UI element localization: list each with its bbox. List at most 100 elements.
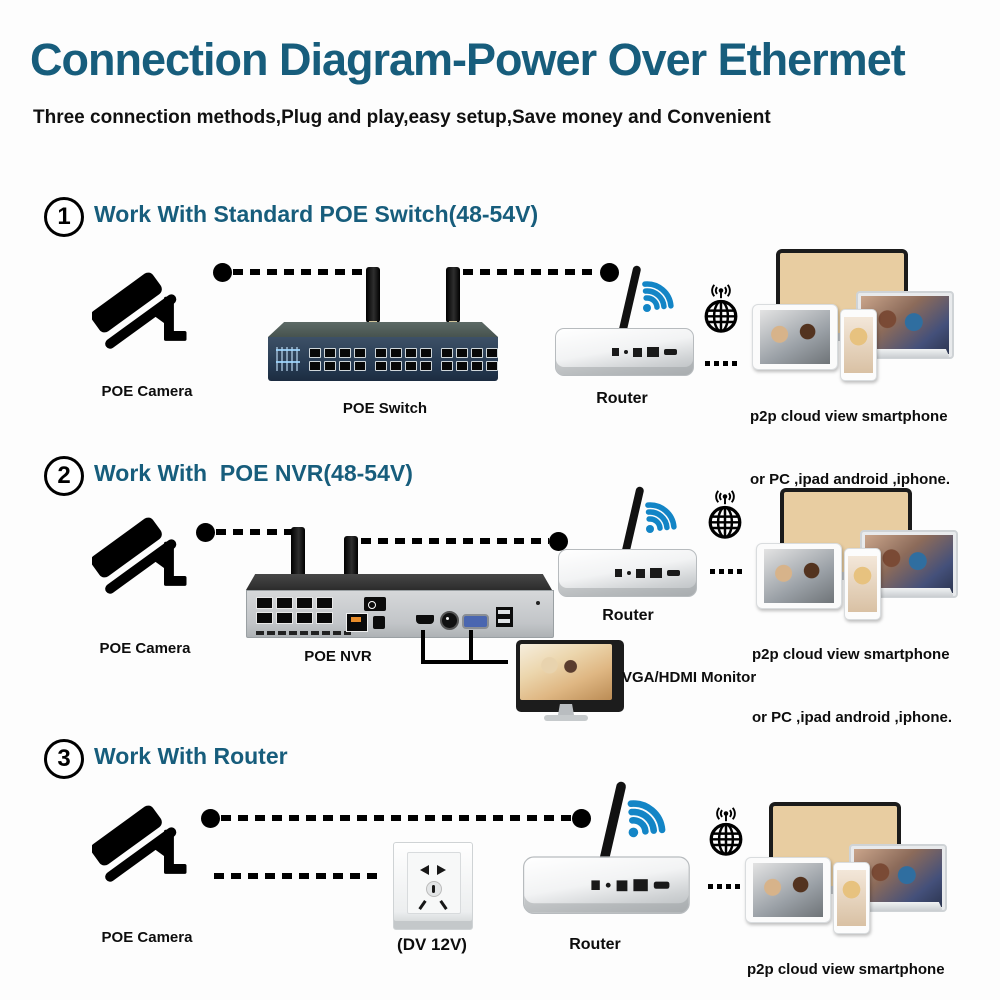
wifi-signal-icon bbox=[645, 502, 677, 533]
nvr-audio-port bbox=[440, 611, 459, 630]
smartphone bbox=[844, 548, 881, 620]
internet-dashed-link bbox=[705, 361, 737, 366]
tablet bbox=[752, 304, 838, 370]
router-graphic bbox=[523, 780, 703, 924]
poe-camera-graphic bbox=[90, 500, 200, 598]
page-subtitle: Three connection methods,Plug and play,e… bbox=[33, 107, 771, 128]
wifi-signal-icon bbox=[642, 281, 674, 312]
monitor-frame bbox=[516, 640, 624, 712]
smartphone bbox=[833, 862, 870, 934]
router-ports bbox=[612, 347, 677, 357]
vga-wire bbox=[469, 630, 473, 664]
monitor-label: VGA/HDMI Monitor bbox=[622, 669, 757, 686]
nvr-vga-port bbox=[462, 614, 489, 629]
ethernet-dashed-cable bbox=[463, 269, 599, 275]
ethernet-dashed-cable bbox=[216, 529, 294, 535]
laptop-keyboard bbox=[841, 902, 943, 911]
client-devices-collage bbox=[756, 486, 958, 620]
client-devices-collage bbox=[745, 800, 947, 934]
section1-number: 1 bbox=[44, 197, 84, 237]
internet-globe-icon bbox=[704, 487, 746, 541]
outlet-slot bbox=[420, 865, 429, 875]
poe-camera-label: POE Camera bbox=[101, 929, 193, 946]
cloud-caption-line2: or PC ,ipad android ,iphone. bbox=[752, 709, 953, 726]
person-photo bbox=[848, 556, 877, 612]
hdmi-wire bbox=[421, 630, 425, 664]
nvr-led bbox=[536, 601, 540, 605]
section3-number: 3 bbox=[44, 739, 84, 779]
poe-camera-graphic bbox=[90, 255, 200, 353]
section1-heading: Work With Standard POE Switch(48-54V) bbox=[94, 201, 539, 227]
family-photo bbox=[753, 863, 823, 917]
tablet bbox=[756, 543, 842, 609]
wifi-signal-icon bbox=[625, 266, 681, 318]
wifi-signal-icon bbox=[628, 487, 684, 539]
outlet-plate bbox=[407, 852, 461, 914]
router-graphic bbox=[558, 485, 708, 605]
cable-endpoint-dot bbox=[201, 809, 220, 828]
cable-endpoint-dot bbox=[213, 263, 232, 282]
smartphone bbox=[840, 309, 877, 381]
nvr-poe-ports bbox=[256, 597, 333, 624]
ethernet-dashed-cable bbox=[361, 538, 549, 544]
switch-front-panel bbox=[268, 337, 498, 381]
internet-globe-icon bbox=[700, 281, 742, 335]
cloud-caption-line2: or PC ,ipad android ,iphone. bbox=[750, 471, 951, 488]
cable-connector bbox=[366, 267, 380, 330]
person-photo bbox=[844, 317, 873, 373]
section2-number: 2 bbox=[44, 456, 84, 496]
nvr-uplink-port bbox=[346, 613, 368, 632]
nvr-dc-jack bbox=[373, 616, 385, 629]
ethernet-dashed-cable bbox=[221, 815, 571, 821]
outlet-round-slot bbox=[426, 881, 442, 897]
router-ports bbox=[615, 568, 680, 578]
family-photo bbox=[760, 310, 830, 364]
person-photo bbox=[837, 870, 866, 926]
switch-led-panel bbox=[276, 347, 300, 371]
internet-globe-icon bbox=[709, 807, 743, 856]
router-label: Router bbox=[569, 936, 621, 953]
nvr-usb-ports bbox=[496, 607, 513, 627]
nvr-power-switch bbox=[364, 597, 386, 611]
power-outlet-graphic bbox=[393, 842, 473, 930]
router-body bbox=[523, 856, 690, 914]
monitor-neck bbox=[558, 704, 574, 715]
router-body bbox=[555, 328, 694, 376]
ethernet-port-group bbox=[441, 347, 498, 371]
router-graphic bbox=[555, 264, 705, 384]
switch-top-face bbox=[268, 322, 498, 337]
poe-nvr-label: POE NVR bbox=[304, 648, 372, 665]
nvr-rear-panel bbox=[246, 590, 554, 638]
power-dashed-cable bbox=[214, 873, 382, 879]
wifi-signal-icon bbox=[627, 800, 666, 838]
cctv-camera-icon bbox=[90, 272, 187, 349]
cable-endpoint-dot bbox=[549, 532, 568, 551]
poe-switch-label: POE Switch bbox=[342, 400, 428, 417]
cctv-camera-icon bbox=[90, 517, 187, 594]
poe-camera-graphic bbox=[90, 788, 200, 886]
internet-dashed-link bbox=[708, 884, 740, 889]
cloud-caption-line1: p2p cloud view smartphone bbox=[752, 646, 950, 663]
laptop-keyboard bbox=[852, 588, 954, 597]
laptop-keyboard bbox=[848, 349, 950, 358]
router-ports bbox=[591, 879, 670, 892]
monitor-base bbox=[544, 715, 588, 721]
cloud-caption-line1: p2p cloud view smartphone bbox=[750, 408, 948, 425]
poe-nvr-graphic bbox=[246, 574, 554, 640]
internet-globe-icon bbox=[704, 284, 738, 333]
cloud-caption: p2p cloud view smartphone or PC ,ipad an… bbox=[747, 917, 947, 1000]
vga-hdmi-monitor-graphic bbox=[516, 640, 624, 726]
outlet-slot bbox=[439, 900, 448, 910]
internet-dashed-link bbox=[710, 569, 742, 574]
nvr-vents bbox=[256, 631, 351, 635]
cloud-caption: p2p cloud view smartphone or PC ,ipad an… bbox=[750, 364, 950, 532]
ethernet-port-group bbox=[375, 347, 432, 371]
poe-camera-label: POE Camera bbox=[101, 383, 193, 400]
monitor-wire bbox=[421, 660, 508, 664]
client-devices-collage bbox=[752, 247, 954, 381]
cloud-caption: p2p cloud view smartphone or PC ,ipad an… bbox=[752, 602, 952, 770]
ethernet-port-group bbox=[309, 347, 366, 371]
cloud-caption-line1: p2p cloud view smartphone bbox=[747, 961, 945, 978]
cable-connector bbox=[344, 536, 358, 585]
